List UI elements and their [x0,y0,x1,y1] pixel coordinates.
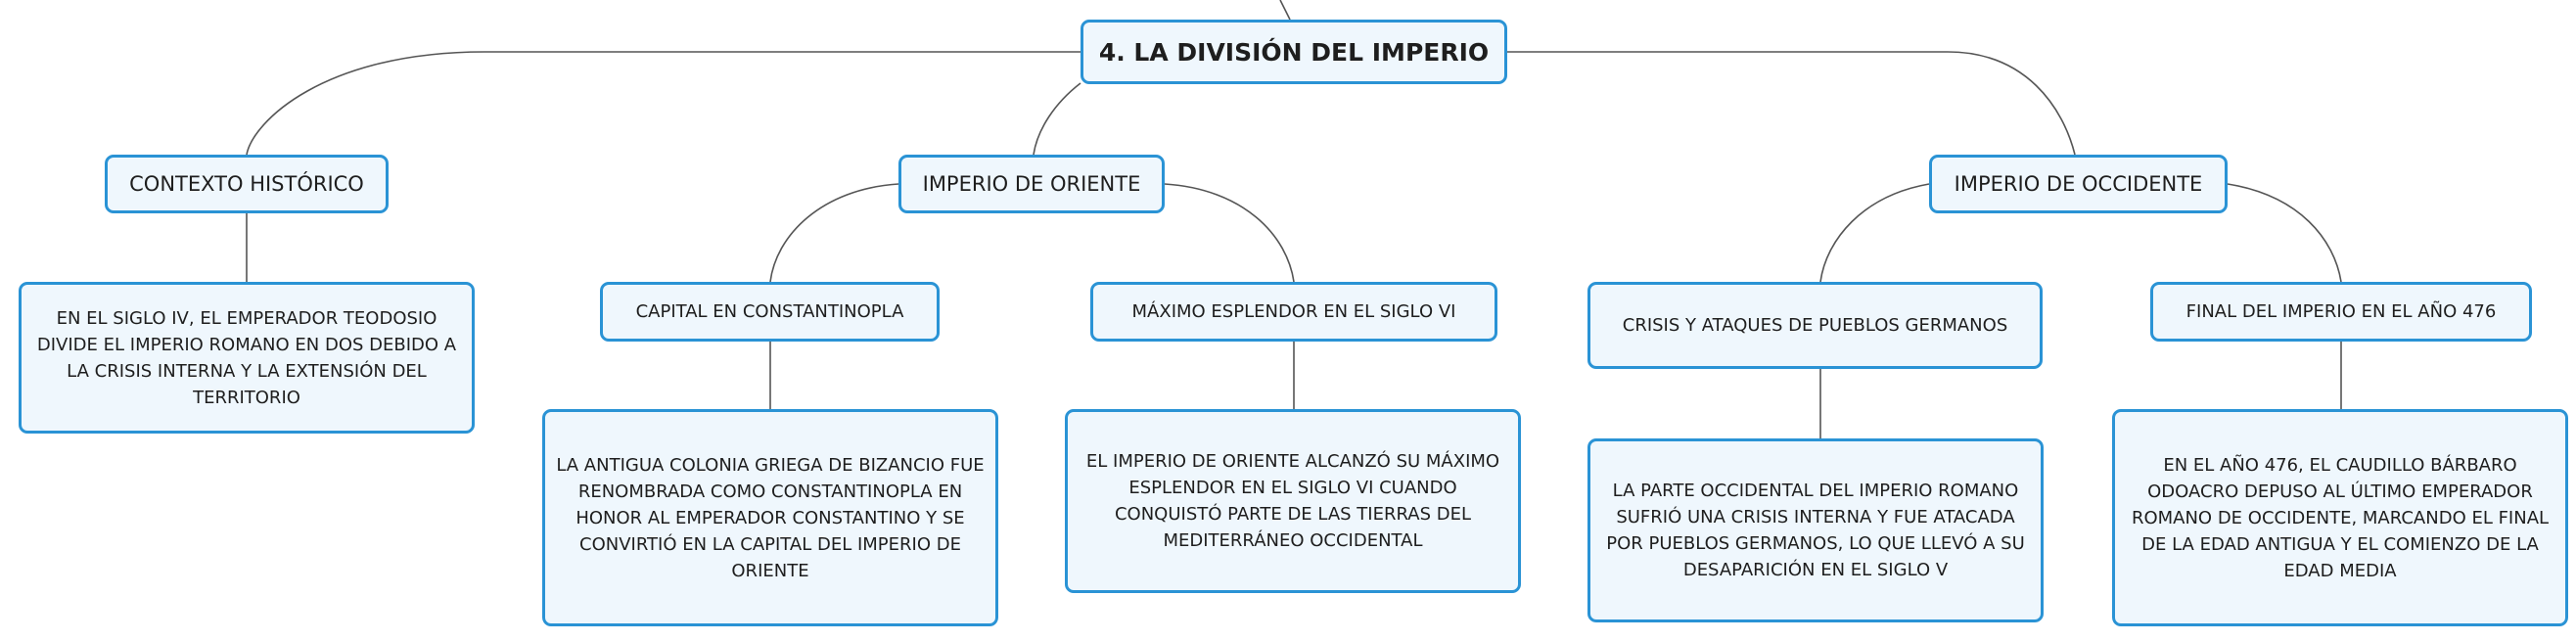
final-detail-node[interactable]: EN EL AÑO 476, EL CAUDILLO BÁRBARO ODOAC… [2112,409,2568,626]
esplendor-detail-text: EL IMPERIO DE ORIENTE ALCANZÓ SU MÁXIMO … [1085,451,1500,551]
final-detail-text: EN EL AÑO 476, EL CAUDILLO BÁRBARO ODOAC… [2131,454,2550,581]
edge-occidente-crisis [1819,183,1930,283]
edge-root-oriente [1033,82,1081,156]
contexto-historico-node[interactable]: CONTEXTO HISTÓRICO [105,155,389,213]
capital-detail-node[interactable]: LA ANTIGUA COLONIA GRIEGA DE BIZANCIO FU… [542,409,998,626]
imperio-oriente-node[interactable]: IMPERIO DE ORIENTE [898,155,1165,213]
edge-oriente-esplendor [1164,183,1295,283]
imperio-occidente-label: IMPERIO DE OCCIDENTE [1954,172,2203,196]
root-title: 4. LA DIVISIÓN DEL IMPERIO [1098,37,1490,67]
contexto-detail-node[interactable]: EN EL SIGLO IV, EL EMPERADOR TEODOSIO DI… [19,282,475,434]
imperio-oriente-label: IMPERIO DE ORIENTE [922,172,1141,196]
contexto-historico-label: CONTEXTO HISTÓRICO [129,172,364,196]
capital-constantinopla-node[interactable]: CAPITAL EN CONSTANTINOPLA [600,282,940,342]
final-imperio-node[interactable]: FINAL DEL IMPERIO EN EL AÑO 476 [2150,282,2532,342]
capital-detail-text: LA ANTIGUA COLONIA GRIEGA DE BIZANCIO FU… [556,454,985,581]
esplendor-detail-node[interactable]: EL IMPERIO DE ORIENTE ALCANZÓ SU MÁXIMO … [1065,409,1521,593]
crisis-ataques-label: CRISIS Y ATAQUES DE PUEBLOS GERMANOS [1622,315,2008,336]
edge-root-contexto [246,51,1081,156]
final-imperio-label: FINAL DEL IMPERIO EN EL AÑO 476 [2185,301,2497,322]
imperio-occidente-node[interactable]: IMPERIO DE OCCIDENTE [1929,155,2228,213]
root-node[interactable]: 4. LA DIVISIÓN DEL IMPERIO [1081,20,1507,84]
edge-oriente-capital [769,183,899,283]
crisis-detail-node[interactable]: LA PARTE OCCIDENTAL DEL IMPERIO ROMANO S… [1587,438,2044,622]
contexto-detail-text: EN EL SIGLO IV, EL EMPERADOR TEODOSIO DI… [36,307,457,408]
maximo-esplendor-label: MÁXIMO ESPLENDOR EN EL SIGLO VI [1131,301,1456,322]
crisis-ataques-node[interactable]: CRISIS Y ATAQUES DE PUEBLOS GERMANOS [1587,282,2043,369]
edge-root-parent [1279,0,1291,21]
edge-root-occidente [1507,51,2076,156]
edge-occidente-final [2227,183,2342,283]
crisis-detail-text: LA PARTE OCCIDENTAL DEL IMPERIO ROMANO S… [1606,481,2025,580]
maximo-esplendor-node[interactable]: MÁXIMO ESPLENDOR EN EL SIGLO VI [1090,282,1497,342]
capital-constantinopla-label: CAPITAL EN CONSTANTINOPLA [635,301,904,322]
